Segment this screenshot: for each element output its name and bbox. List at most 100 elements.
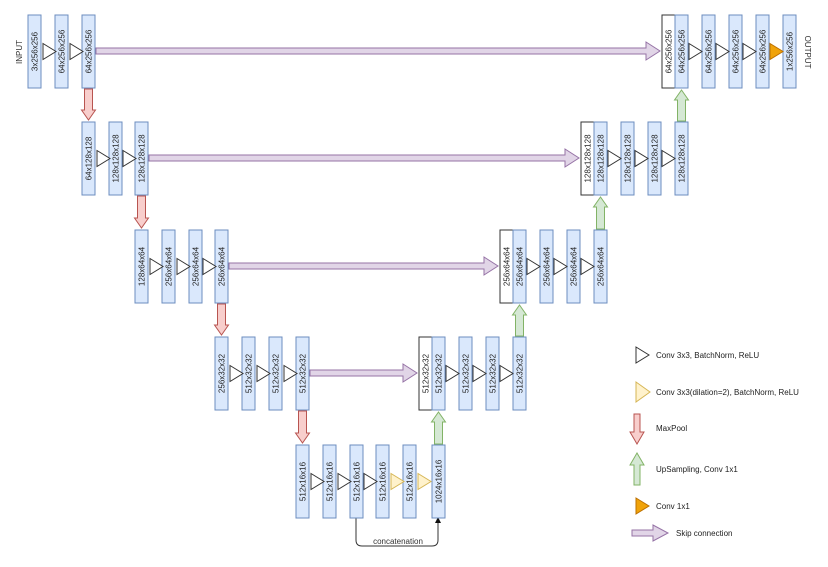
concatenation-arrowhead-icon bbox=[435, 517, 441, 523]
decoder-level3-block-2-label: 256x64x64 bbox=[543, 246, 552, 286]
input-label: INPUT bbox=[15, 40, 24, 64]
decoder-level2-block-3: 128x128x128 bbox=[647, 121, 662, 196]
conv3x3-triangle-icon bbox=[42, 42, 57, 61]
bottleneck-block-2-label: 512x16x16 bbox=[326, 461, 335, 501]
decoder-level3-concat-block-label: 256x64x64 bbox=[503, 246, 512, 286]
output-label: OUTPUT bbox=[803, 36, 812, 69]
legend-item-label: Conv 1x1 bbox=[656, 502, 690, 511]
encoder-level4-block-3-label: 512x32x32 bbox=[272, 353, 281, 393]
conv3x3-triangle-icon bbox=[202, 257, 217, 276]
legend-item-label: MaxPool bbox=[656, 424, 687, 433]
dilated-conv-triangle-icon bbox=[417, 472, 432, 491]
dilated-conv-triangle-icon bbox=[635, 381, 651, 403]
encoder-level1-block-2-label: 64x256x256 bbox=[58, 29, 67, 73]
concatenation-label: concatenation bbox=[373, 537, 423, 546]
conv3x3-triangle-icon bbox=[499, 364, 514, 383]
encoder-level2-block-3-label: 128x128x128 bbox=[138, 134, 147, 183]
decoder-level2-block-4-label: 128x128x128 bbox=[678, 134, 687, 183]
encoder-level2-block-2-label: 128x128x128 bbox=[112, 134, 121, 183]
maxpool-arrow-level1 bbox=[80, 88, 97, 121]
decoder-level4-block-3-label: 512x32x32 bbox=[489, 353, 498, 393]
decoder-level2-block-1-label: 128x128x128 bbox=[597, 134, 606, 183]
decoder-level1-block-5-label: 1x256x256 bbox=[786, 31, 795, 71]
encoder-level1-block-3: 64x256x256 bbox=[81, 14, 96, 89]
legend-item: Conv 3x3(dilation=2), BatchNorm, ReLU bbox=[635, 381, 799, 403]
encoder-level2-block-1-label: 64x128x128 bbox=[85, 136, 94, 180]
operation-markers bbox=[42, 42, 784, 491]
decoder-level1-block-1-label: 64x256x256 bbox=[678, 29, 687, 73]
conv3x3-triangle-icon bbox=[607, 149, 622, 168]
decoder-level3-concat-block: 256x64x64 bbox=[499, 229, 514, 304]
maxpool-arrow-level4 bbox=[294, 410, 311, 444]
conv3x3-triangle-icon bbox=[96, 149, 111, 168]
legend-item-label: Conv 3x3, BatchNorm, ReLU bbox=[656, 351, 759, 360]
encoder-level1-block-1-label: 3x256x256 bbox=[31, 31, 40, 71]
decoder-level3-block-3: 256x64x64 bbox=[566, 229, 581, 304]
legend-item-label: Skip connection bbox=[676, 529, 732, 538]
decoder-level2-block-2-label: 128x128x128 bbox=[624, 134, 633, 183]
decoder-level1-block-2-label: 64x256x256 bbox=[705, 29, 714, 73]
conv3x3-triangle-icon bbox=[149, 257, 164, 276]
decoder-level3-block-3-label: 256x64x64 bbox=[570, 246, 579, 286]
encoder-level4-block-2-label: 512x32x32 bbox=[245, 353, 254, 393]
encoder-level3-block-1: 128x64x64 bbox=[134, 229, 149, 304]
decoder-level4-block-2: 512x32x32 bbox=[458, 336, 473, 411]
decoder-level1-block-5: 1x256x256 bbox=[782, 14, 797, 89]
encoder-level3-block-2-label: 256x64x64 bbox=[165, 246, 174, 286]
conv3x3-triangle-icon bbox=[229, 364, 244, 383]
legend-item: Skip connection bbox=[631, 524, 732, 542]
upsampling-arrow-level4 bbox=[430, 411, 447, 445]
conv3x3-triangle-icon bbox=[715, 42, 730, 61]
encoder-level4-block-1: 256x32x32 bbox=[214, 336, 229, 411]
concatenation-connector bbox=[355, 518, 439, 547]
conv3x3-triangle-icon bbox=[553, 257, 568, 276]
legend: Conv 3x3, BatchNorm, ReLU Conv 3x3(dilati… bbox=[629, 346, 799, 542]
decoder-level1-block-3: 64x256x256 bbox=[728, 14, 743, 89]
decoder-level4-concat-block-label: 512x32x32 bbox=[422, 353, 431, 393]
conv3x3-triangle-icon bbox=[310, 472, 325, 491]
encoder-level1-block-1: 3x256x256 bbox=[27, 14, 42, 89]
conv3x3-triangle-icon bbox=[283, 364, 298, 383]
upsampling-arrow-level2 bbox=[592, 196, 609, 230]
decoder-level1-block-1: 64x256x256 bbox=[674, 14, 689, 89]
conv3x3-triangle-icon bbox=[176, 257, 191, 276]
bottleneck-block-4-label: 512x16x16 bbox=[379, 461, 388, 501]
decoder-level2-concat-block-label: 128x128x128 bbox=[584, 134, 593, 183]
encoder-level1-block-3-label: 64x256x256 bbox=[85, 29, 94, 73]
decoder-level2-block-4: 128x128x128 bbox=[674, 121, 689, 196]
skip-connection-level2-arrow bbox=[148, 148, 580, 168]
decoder-level1-block-4-label: 64x256x256 bbox=[759, 29, 768, 73]
bottleneck-block-3-label: 512x16x16 bbox=[353, 461, 362, 501]
decoder-level1-block-2: 64x256x256 bbox=[701, 14, 716, 89]
skip-connection-level3-arrow bbox=[228, 256, 499, 276]
legend-item-label: UpSampling, Conv 1x1 bbox=[656, 465, 738, 474]
conv3x3-triangle-icon bbox=[337, 472, 352, 491]
bottleneck-block-6: 1024x16x16 bbox=[431, 444, 446, 519]
conv3x3-triangle-icon bbox=[634, 149, 649, 168]
encoder-level4-block-1-label: 256x32x32 bbox=[218, 353, 227, 393]
bottleneck-block-6-label: 1024x16x16 bbox=[435, 459, 444, 503]
decoder-level1-concat-block: 64x256x256 bbox=[661, 14, 676, 89]
decoder-level3-block-4: 256x64x64 bbox=[593, 229, 608, 304]
legend-item: Conv 3x3, BatchNorm, ReLU bbox=[635, 346, 759, 364]
encoder-level3-block-1-label: 128x64x64 bbox=[138, 246, 147, 286]
decoder-level4-concat-block: 512x32x32 bbox=[418, 336, 433, 411]
maxpool-arrow-level2 bbox=[133, 195, 150, 229]
decoder-level4-block-4-label: 512x32x32 bbox=[516, 353, 525, 393]
skip-connection-level4-arrow bbox=[309, 363, 418, 383]
conv3x3-triangle-icon bbox=[742, 42, 757, 61]
conv3x3-triangle-icon bbox=[472, 364, 487, 383]
encoder-level4-block-4: 512x32x32 bbox=[295, 336, 310, 411]
conv3x3-triangle-icon bbox=[256, 364, 271, 383]
decoder-level3-block-1: 256x64x64 bbox=[512, 229, 527, 304]
conv3x3-triangle-icon bbox=[69, 42, 84, 61]
dilated-conv-triangle-icon bbox=[390, 472, 405, 491]
decoder-level2-block-3-label: 128x128x128 bbox=[651, 134, 660, 183]
maxpool-arrow-level3 bbox=[213, 303, 230, 336]
encoder-level2-block-2: 128x128x128 bbox=[108, 121, 123, 196]
conv3x3-triangle-icon bbox=[445, 364, 460, 383]
conv3x3-triangle-icon bbox=[363, 472, 378, 491]
decoder-level2-block-1: 128x128x128 bbox=[593, 121, 608, 196]
